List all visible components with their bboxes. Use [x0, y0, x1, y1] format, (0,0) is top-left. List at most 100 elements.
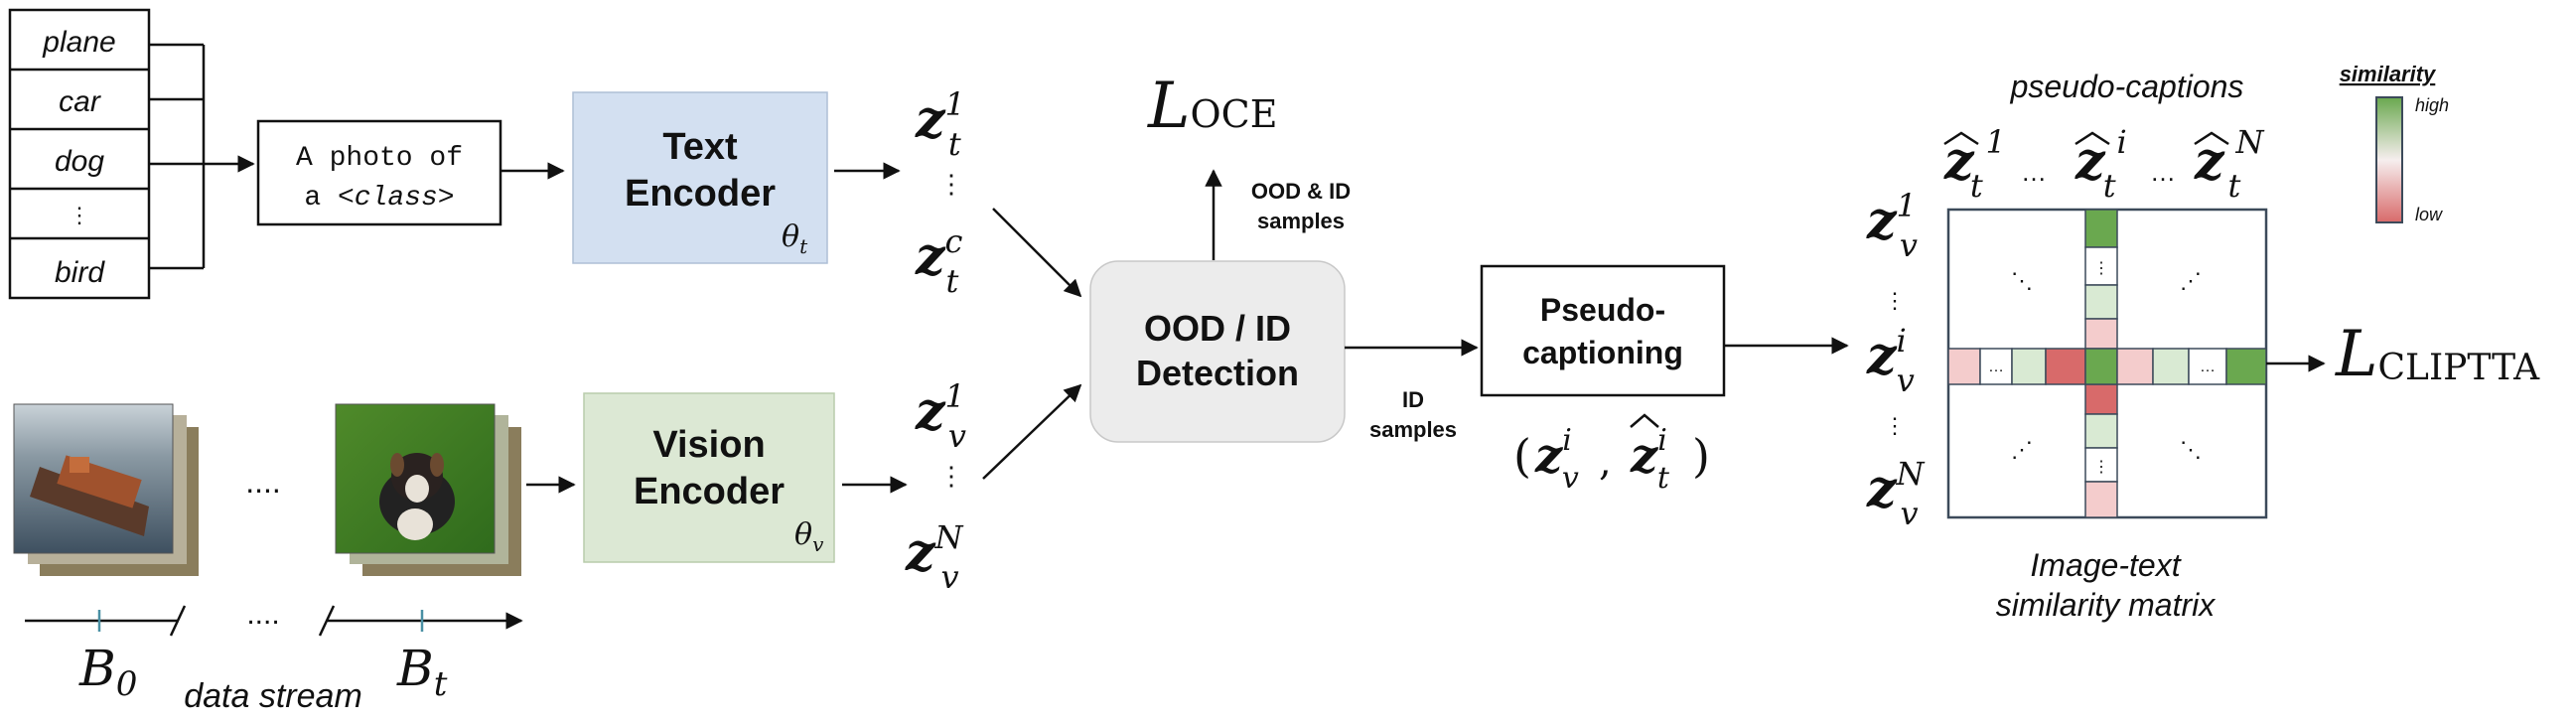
- pseudo-captions-label: pseudo-captions: [2010, 69, 2244, 104]
- pair-open-paren: (: [1513, 429, 1531, 483]
- prompt-template-box: A photo of a <class>: [256, 119, 502, 226]
- row-cell: [2045, 348, 2086, 385]
- row-cell: [1979, 348, 2013, 385]
- pair-close-paren: ): [1692, 429, 1710, 483]
- legend-gradient-bar: [2375, 96, 2403, 223]
- row-cell: [2011, 348, 2047, 385]
- text-encoder-line-1: Text: [662, 126, 738, 168]
- ood-id-samples-label-2: samples: [1257, 209, 1345, 233]
- column-header-dots-right: …: [2150, 157, 2176, 187]
- text-encoder-param: θt: [782, 219, 808, 258]
- legend-low: low: [2415, 205, 2443, 224]
- batch-label-last: Bt: [396, 640, 448, 704]
- row-header-dots-top: ⋮: [1884, 288, 1906, 313]
- vision-encoder-block: Vision Encoder θv: [583, 392, 835, 563]
- class-label-car: car: [59, 85, 101, 118]
- matrix-row-i: [1947, 348, 2267, 385]
- batch-label-first: B0: [78, 640, 137, 704]
- pseudo-captioning-line-1: Pseudo-: [1540, 292, 1665, 328]
- text-encoder-line-2: Encoder: [625, 173, 776, 215]
- class-list: plane car dog ⋮ bird: [8, 8, 151, 300]
- id-samples-label-2: samples: [1369, 417, 1457, 442]
- image-batch-first: [13, 403, 199, 576]
- prompt-line-2: a <class>: [304, 183, 454, 214]
- legend-high: high: [2415, 95, 2449, 115]
- matrix-dots-top-right: ⋰: [2180, 268, 2202, 293]
- ood-id-detection-block: OOD / ID Detection: [1089, 260, 1346, 443]
- image-batch-last: [335, 403, 521, 576]
- col-cell: [2084, 481, 2118, 518]
- detection-line-1: OOD / ID: [1144, 308, 1291, 349]
- col-cell-dots-bottom: ⋮: [2093, 459, 2109, 476]
- col-cell: [2084, 383, 2118, 415]
- col-cell-dots-top: ⋮: [2093, 260, 2109, 277]
- class-merge-bracket: [149, 43, 255, 270]
- pseudo-captioning-block: Pseudo- captioning: [1480, 264, 1726, 397]
- class-label-bird: bird: [55, 256, 105, 289]
- row-cell: [2225, 348, 2267, 385]
- id-samples-label-1: ID: [1402, 387, 1424, 412]
- matrix-dots-bottom-left: ⋰: [2011, 437, 2033, 462]
- detection-line-2: Detection: [1136, 353, 1299, 393]
- col-cell: [2084, 209, 2118, 248]
- diagonal-cell-ii: [2084, 348, 2118, 385]
- similarity-matrix: ⋱ ⋰ ⋰ ⋱ ⋮ ⋮ … …: [1946, 208, 2268, 519]
- arrow-image-embeddings-to-detection: [982, 383, 1082, 480]
- class-label-plane: plane: [42, 26, 115, 59]
- pair-comma: ,: [1599, 439, 1612, 485]
- data-stream-axis-dots: ....: [246, 598, 279, 631]
- col-cell: [2084, 447, 2118, 483]
- row-cell-dots-left: …: [1988, 359, 2004, 375]
- legend-title: similarity: [2340, 62, 2437, 86]
- text-embedding-ellipsis: ⋮: [938, 169, 964, 199]
- row-cell: [1947, 348, 1981, 385]
- image-embedding-ellipsis: ⋮: [938, 461, 964, 491]
- text-encoder-block: Text Encoder θt: [572, 91, 828, 264]
- image-stream-dots: ....: [245, 464, 281, 500]
- row-header-dots-bottom: ⋮: [1884, 413, 1906, 438]
- data-stream-axis: [25, 605, 523, 637]
- vision-encoder-line-1: Vision: [652, 424, 765, 466]
- matrix-caption-line-2: similarity matrix: [1996, 587, 2216, 623]
- data-stream-label: data stream: [184, 677, 362, 715]
- similarity-legend: similarity high low: [2340, 62, 2449, 224]
- column-header-dots-left: …: [2021, 157, 2047, 187]
- matrix-caption-line-1: Image-text: [2030, 547, 2181, 583]
- matrix-dots-top-left: ⋱: [2011, 268, 2033, 293]
- matrix-dots-bottom-right: ⋱: [2180, 437, 2202, 462]
- matrix-column-i: [2084, 209, 2118, 518]
- col-cell: [2084, 318, 2118, 350]
- pseudo-captioning-line-2: captioning: [1522, 335, 1683, 370]
- class-list-ellipsis: ⋮: [69, 203, 90, 227]
- row-cell: [2152, 348, 2190, 385]
- col-cell: [2084, 413, 2118, 449]
- class-label-dog: dog: [55, 145, 104, 178]
- vision-encoder-line-2: Encoder: [634, 471, 785, 512]
- row-cell: [2116, 348, 2154, 385]
- loss-oce: LOCE: [1147, 70, 1277, 143]
- prompt-line-1: A photo of: [296, 143, 463, 174]
- vision-encoder-param: θv: [794, 517, 824, 556]
- arrow-text-embeddings-to-detection: [992, 208, 1082, 298]
- row-cell-dots-right: …: [2200, 359, 2216, 375]
- ood-id-samples-label-1: OOD & ID: [1251, 179, 1351, 204]
- loss-cliptta: LCLIPTTA: [2335, 318, 2540, 391]
